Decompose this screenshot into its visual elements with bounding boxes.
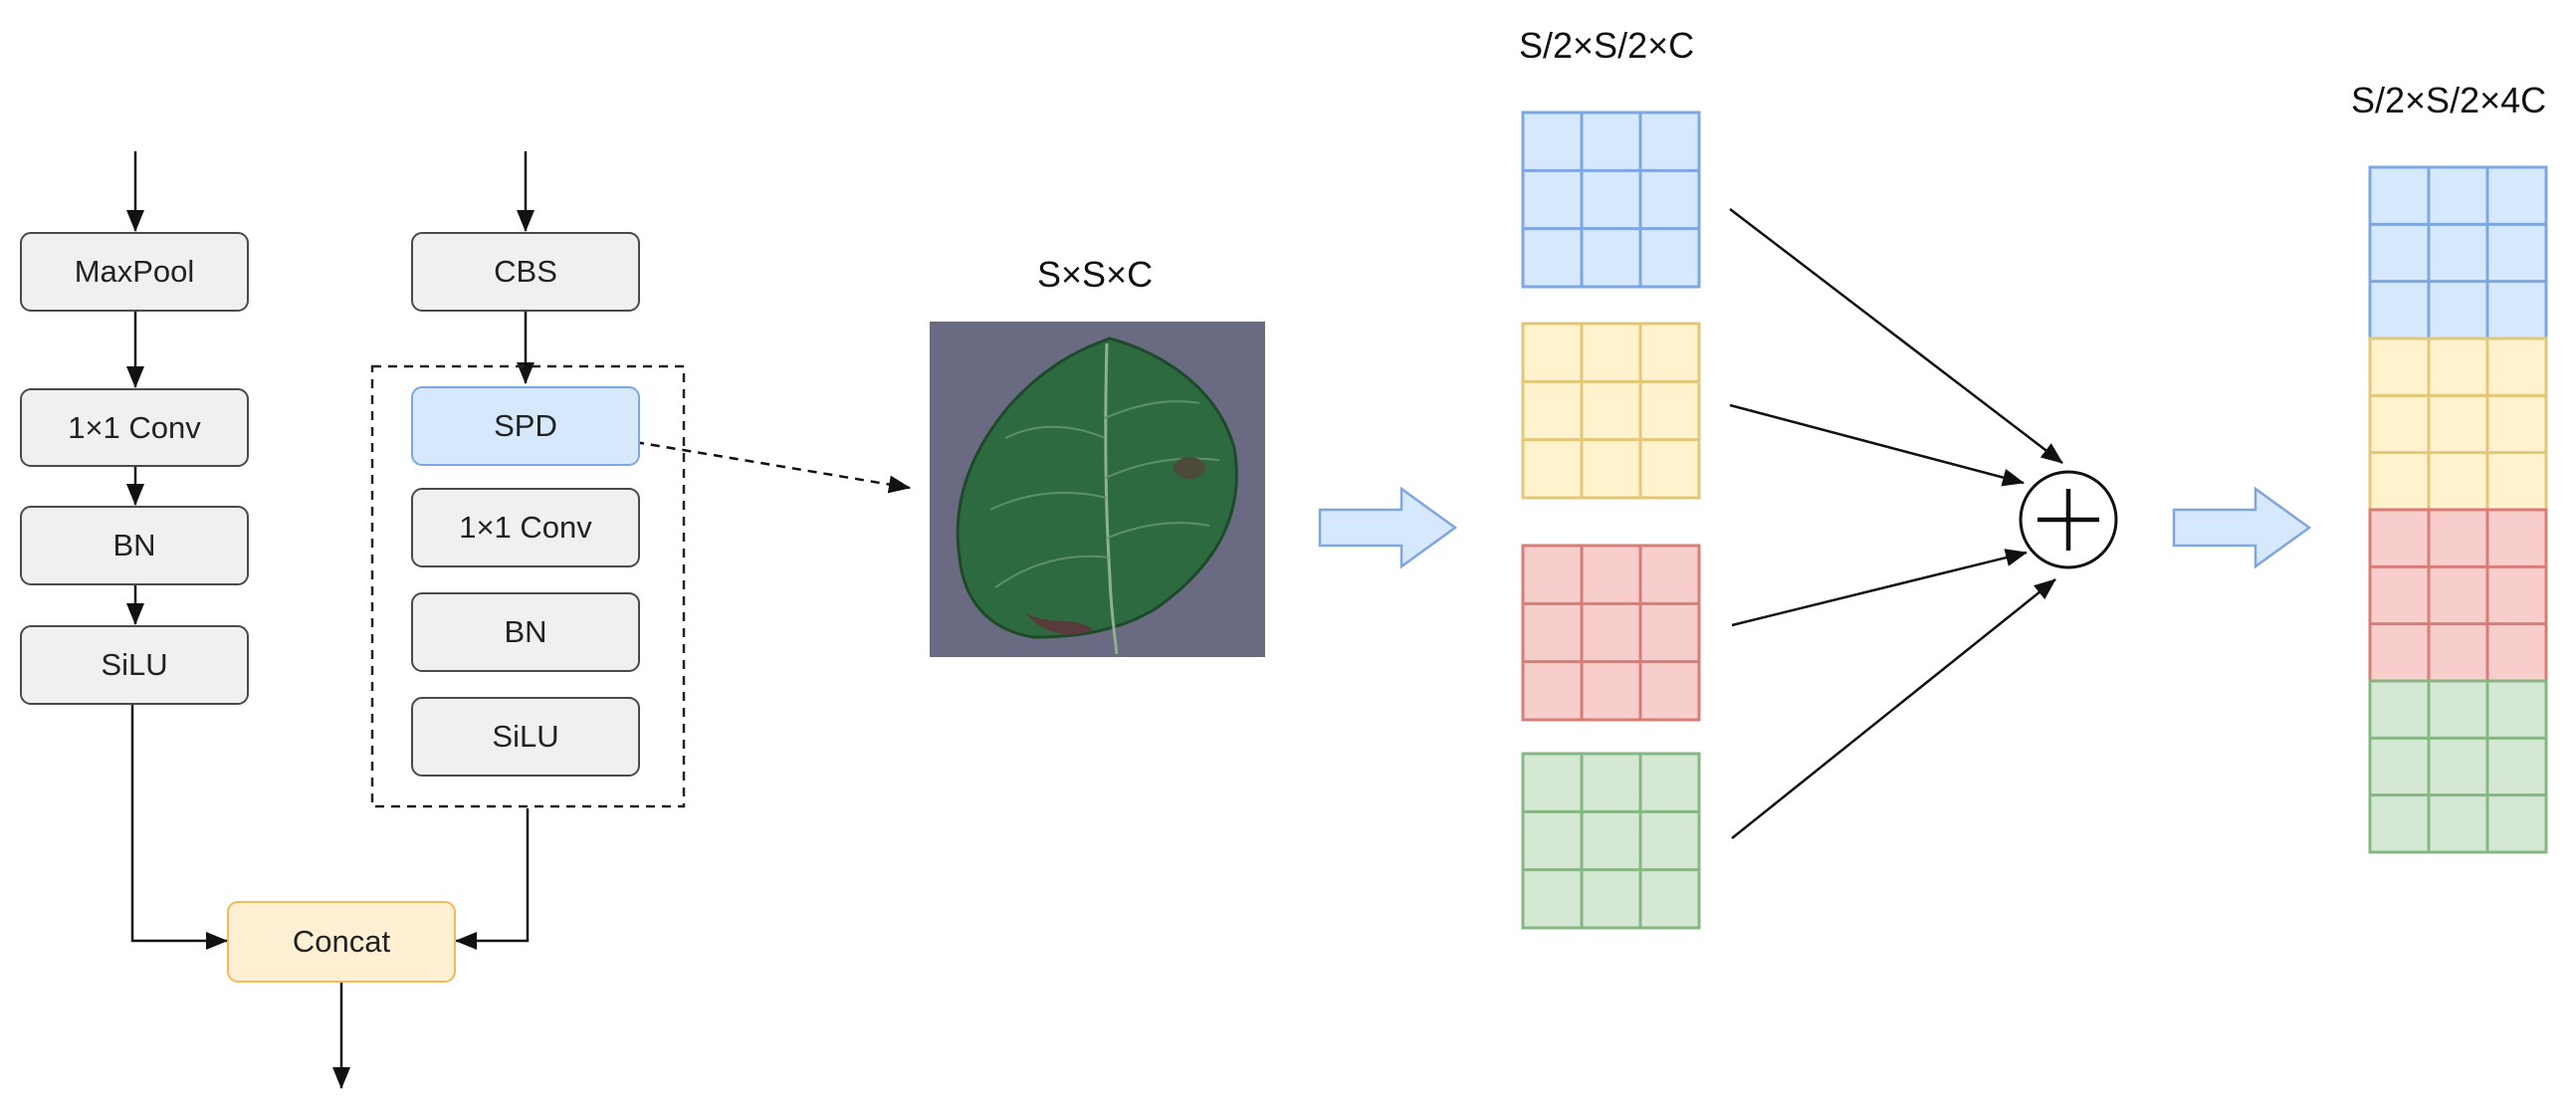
conv1x1-block-left: 1×1 Conv bbox=[20, 388, 249, 467]
image-dim-label: S×S×C bbox=[1037, 254, 1154, 295]
arrow-yellow-to-add bbox=[1729, 403, 2025, 487]
stack-blue bbox=[2368, 165, 2548, 340]
silu-block-right: SiLU bbox=[411, 697, 640, 777]
leaf-image bbox=[930, 322, 1265, 657]
split-grids bbox=[1521, 111, 1701, 930]
merged-stack bbox=[2368, 165, 2548, 854]
leaf-spot bbox=[1174, 457, 1205, 479]
plus-circle-icon bbox=[2019, 470, 2118, 569]
grid-red bbox=[1521, 544, 1701, 722]
grid-blue bbox=[1521, 111, 1701, 289]
block-arrow-right-icon bbox=[1318, 486, 1458, 569]
grid-yellow bbox=[1521, 322, 1701, 500]
leaf-midrib bbox=[1104, 342, 1119, 655]
arrow-red-to-add bbox=[1731, 549, 2028, 627]
grid-green bbox=[1521, 752, 1701, 930]
spd-block: SPD bbox=[411, 386, 640, 466]
stack-green bbox=[2368, 679, 2548, 854]
leaf-damage bbox=[1025, 612, 1093, 635]
stack-yellow bbox=[2368, 336, 2548, 512]
arrow-green-to-add bbox=[1731, 578, 2056, 839]
bn-block-left: BN bbox=[20, 506, 249, 585]
silu-block-left: SiLU bbox=[20, 625, 249, 705]
cbs-block: CBS bbox=[411, 232, 640, 312]
arrow-spd-concat bbox=[455, 808, 530, 950]
bn-block-right: BN bbox=[411, 592, 640, 672]
dashed-pointer-arrow bbox=[634, 440, 911, 494]
merged-dim-label: S/2×S/2×4C bbox=[2351, 80, 2547, 120]
spd-module-frame bbox=[370, 364, 686, 808]
block-arrow-right-icon bbox=[2172, 486, 2312, 569]
conv1x1-block-right: 1×1 Conv bbox=[411, 488, 640, 567]
concat-block: Concat bbox=[227, 901, 456, 983]
maxpool-block: MaxPool bbox=[20, 232, 249, 312]
stack-red bbox=[2368, 508, 2548, 683]
leaf-blade bbox=[956, 336, 1238, 639]
arrow-blue-to-add bbox=[1729, 208, 2063, 464]
split-dim-label: S/2×S/2×C bbox=[1519, 25, 1695, 66]
arrow-silu-concat bbox=[130, 704, 228, 950]
